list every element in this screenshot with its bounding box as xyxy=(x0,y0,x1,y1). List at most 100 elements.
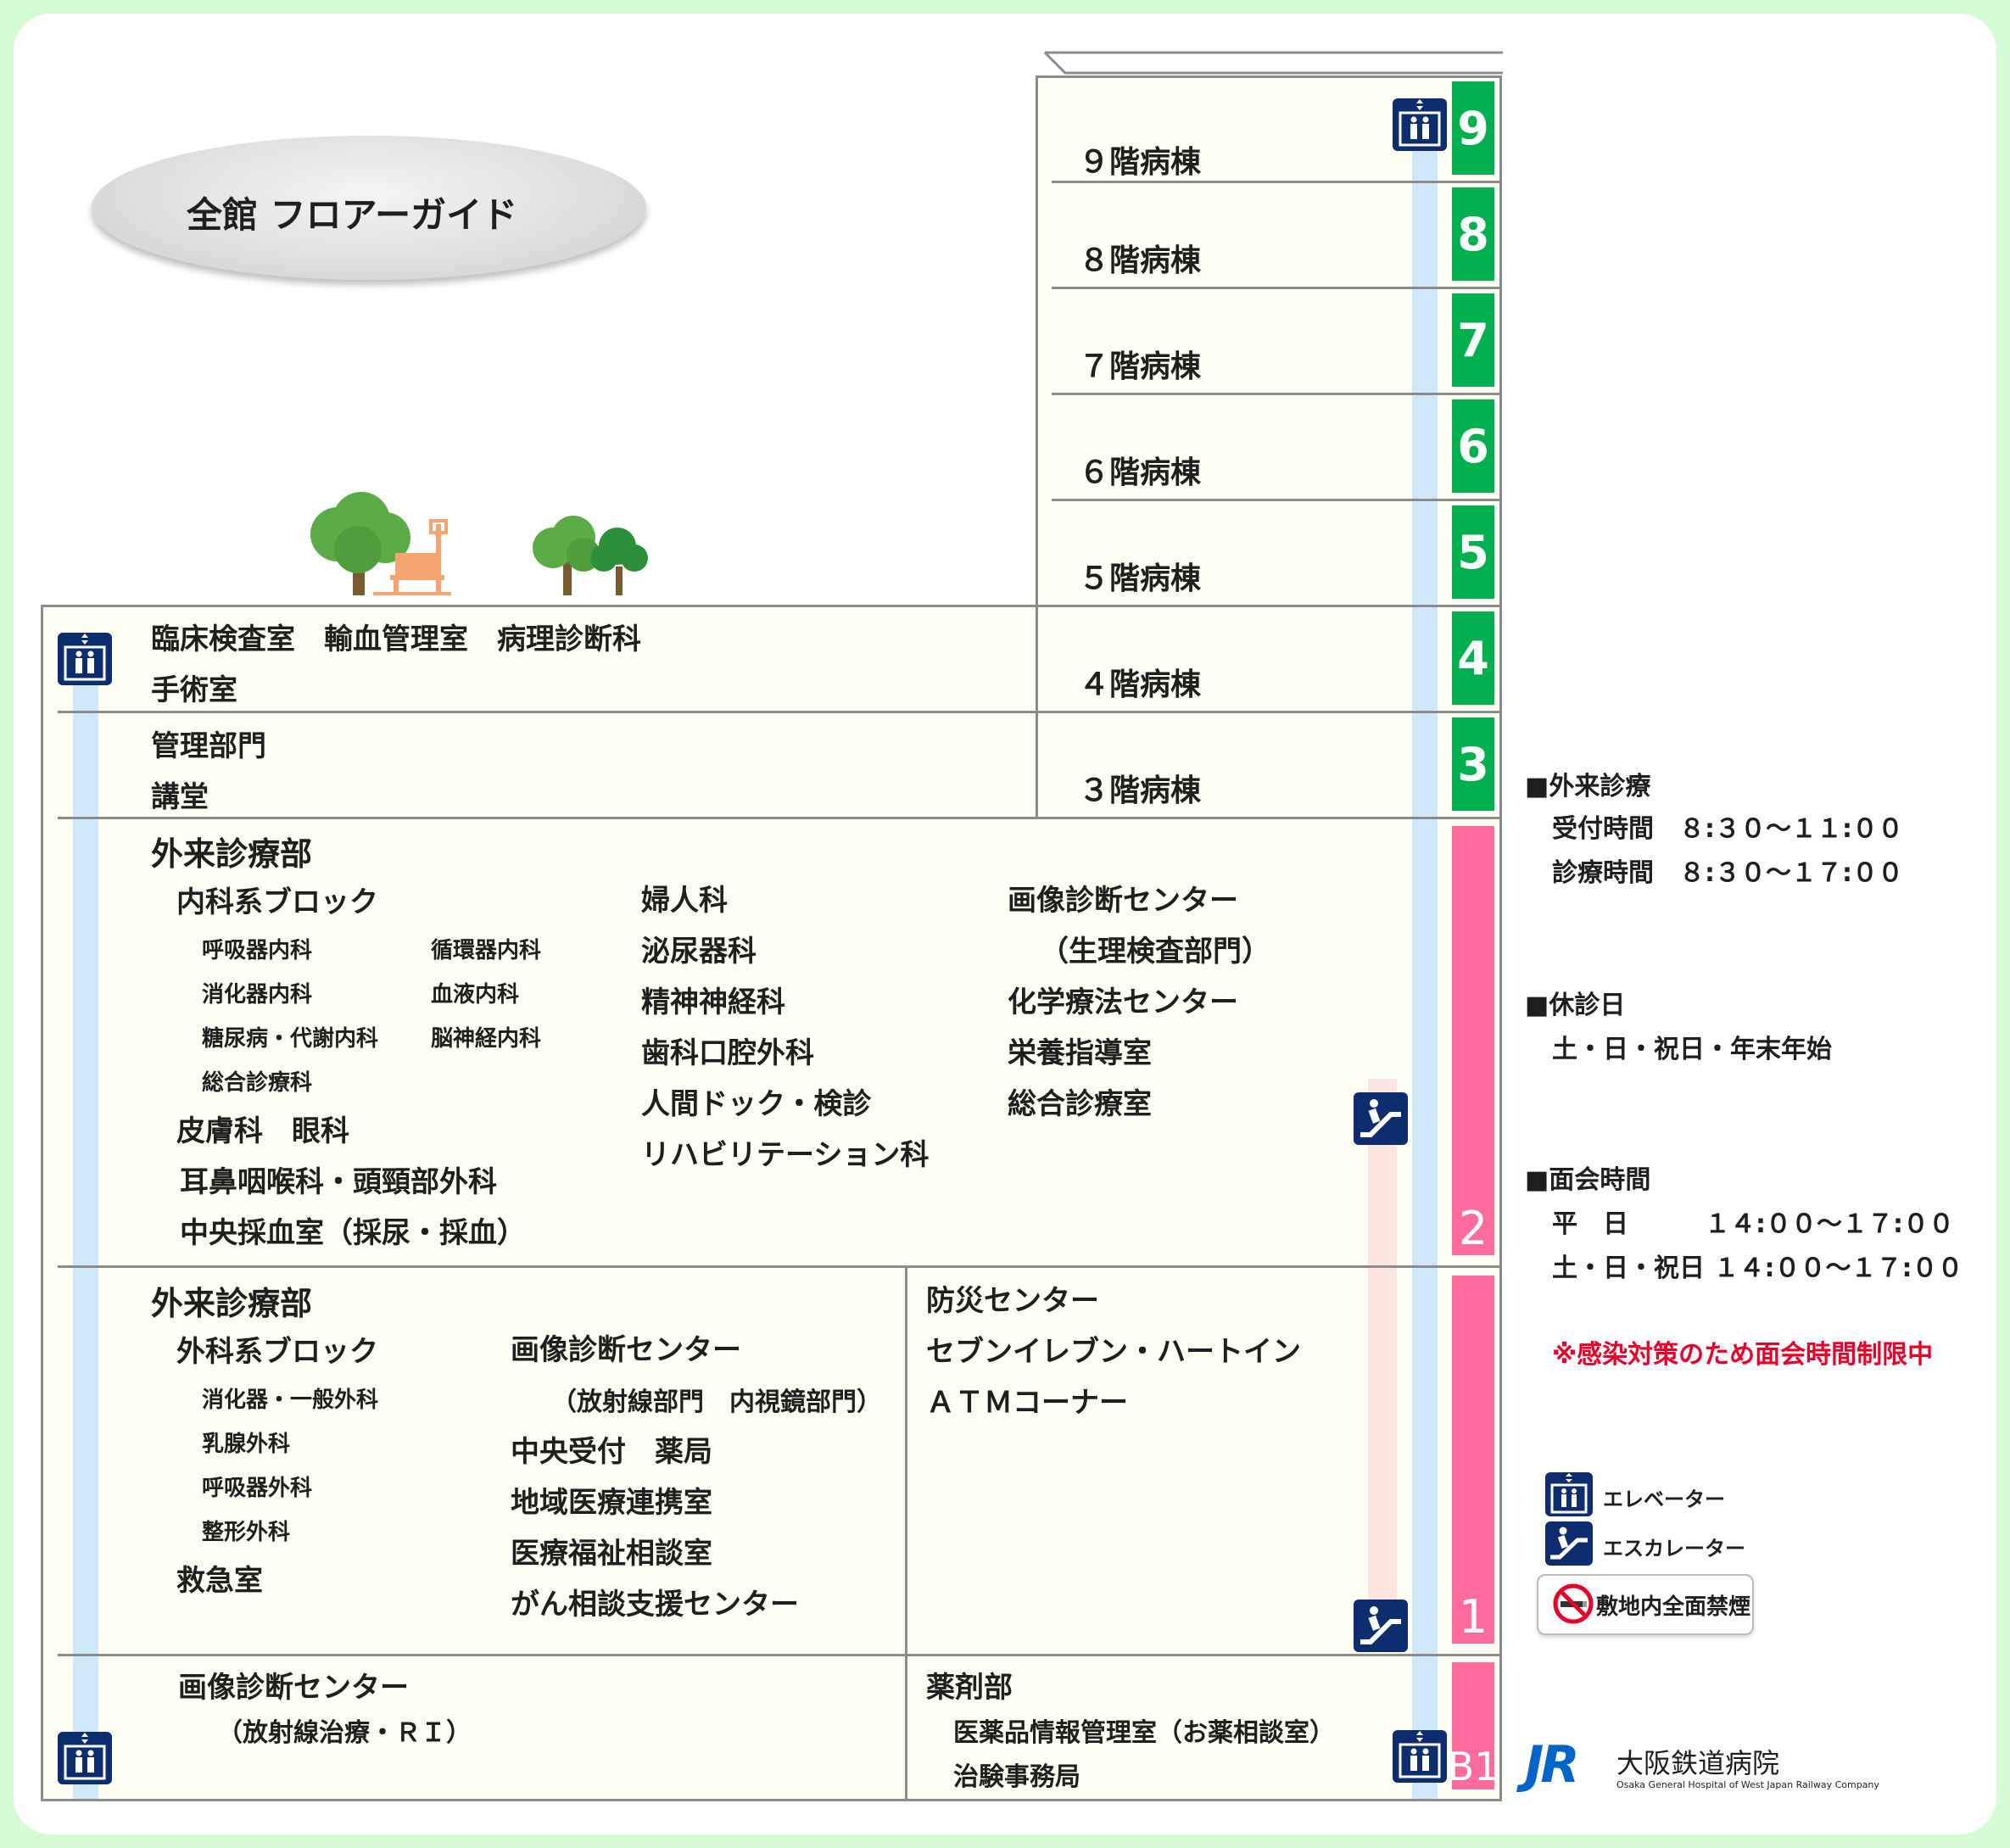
floor-7-label: ７階病棟 xyxy=(1079,349,1202,384)
floor2-sub-right-3: 脳神経内科 xyxy=(431,1026,542,1052)
floor2-middle-4: 歯科口腔外科 xyxy=(641,1036,814,1070)
floor-number-2: 2 xyxy=(1452,826,1494,1255)
floor2-middle-1: 婦人科 xyxy=(641,884,728,918)
floor-number-6: 6 xyxy=(1452,399,1494,493)
no-smoking-icon xyxy=(1553,1583,1594,1624)
floor-4-label: ４階病棟 xyxy=(1079,667,1202,702)
hospital-name-english: Osaka General Hospital of West Japan Rai… xyxy=(1616,1779,1879,1790)
floor2-middle-6: リハビリテーション科 xyxy=(641,1138,930,1172)
legend-elevator-label: エレベーター xyxy=(1603,1488,1725,1511)
escalator-icon xyxy=(1545,1521,1593,1566)
floor1-block: 外科系ブロック xyxy=(176,1335,378,1369)
floor-number-4: 4 xyxy=(1452,611,1494,705)
floorb1-left-2: （放射線治療・ＲＩ） xyxy=(217,1718,472,1748)
floor-9-label: ９階病棟 xyxy=(1079,145,1202,180)
floor2-lower-3: 中央採血室（採尿・採血） xyxy=(180,1216,526,1250)
floorb1-right-1: 薬剤部 xyxy=(926,1671,1013,1705)
bench-icon xyxy=(373,519,451,595)
escalator-shaft xyxy=(1368,1079,1397,1639)
floor2-sub-right-1: 循環器内科 xyxy=(431,938,542,963)
floor-divider-6 xyxy=(1052,499,1501,501)
floor1-middle-5: 医療福祉相談室 xyxy=(511,1537,712,1571)
floor-number-b1: B1 xyxy=(1448,1662,1499,1789)
floor2-right-5: 総合診療室 xyxy=(1008,1087,1152,1121)
floor2-block: 内科系ブロック xyxy=(176,885,378,919)
floor2-heading: 外来診療部 xyxy=(151,835,313,873)
floor3-line1: 管理部門 xyxy=(151,729,266,763)
floorb1-right-3: 治験事務局 xyxy=(953,1762,1080,1792)
floor2-lower-1: 皮膚科 眼科 xyxy=(176,1114,349,1148)
elevator-icon xyxy=(1393,98,1447,151)
info-closed-days: 土・日・祝日・年末年始 xyxy=(1552,1035,1832,1064)
floor-divider-3 xyxy=(58,817,1501,819)
floor-number-3: 3 xyxy=(1452,717,1494,811)
tower-top-wall xyxy=(1036,75,1502,78)
floor1-middle-2: （放射線部門 内視鏡部門） xyxy=(551,1387,882,1417)
elevator-icon xyxy=(58,1732,112,1784)
jr-logo-mark: JR xyxy=(1525,1735,1580,1795)
floorb1-right-2: 医薬品情報管理室（お薬相談室） xyxy=(953,1718,1335,1748)
floor2-sub-left-2: 消化器内科 xyxy=(202,982,313,1008)
floor2-right-4: 栄養指導室 xyxy=(1008,1036,1152,1070)
info-reception-time: 受付時間 ８:３０～１１:００ xyxy=(1552,814,1903,844)
page-title: 全館 フロアーガイド xyxy=(187,194,518,236)
floor2-sub-right-2: 血液内科 xyxy=(431,982,520,1008)
floor1-right-1: 防災センター xyxy=(926,1284,1099,1318)
floor2-sub-left-3: 糖尿病・代謝内科 xyxy=(202,1026,379,1052)
floor-8-label: ８階病棟 xyxy=(1079,243,1202,278)
floor-divider-2 xyxy=(58,1265,1501,1268)
info-closed-title: ■休診日 xyxy=(1525,991,1626,1020)
floor-number-8: 8 xyxy=(1452,187,1494,281)
main-floor-base xyxy=(41,1799,1502,1801)
floor-number-9: 9 xyxy=(1452,81,1494,175)
floor1-middle-1: 画像診断センター xyxy=(511,1333,741,1367)
elevator-shaft-left xyxy=(73,678,98,1800)
floor2-sub-left-1: 呼吸器内科 xyxy=(202,938,313,963)
floor1-sub-1: 消化器・一般外科 xyxy=(202,1387,379,1413)
floor-divider-4 xyxy=(58,711,1501,713)
floor1-emergency: 救急室 xyxy=(176,1564,263,1598)
floor-divider-7 xyxy=(1052,393,1501,395)
floor1-middle-6: がん相談支援センター xyxy=(511,1588,799,1622)
info-consultation-time: 診療時間 ８:３０～１７:００ xyxy=(1552,858,1903,888)
floor-number-5: 5 xyxy=(1452,505,1494,599)
floor1-middle-4: 地域医療連携室 xyxy=(511,1486,712,1520)
elevator-icon xyxy=(1393,1730,1447,1783)
floor3-line2: 講堂 xyxy=(151,780,209,814)
floor2-sub-left-4: 総合診療科 xyxy=(202,1070,313,1096)
info-visiting-title: ■面会時間 xyxy=(1525,1165,1651,1195)
tree-icon xyxy=(310,492,410,595)
floor2-middle-2: 泌尿器科 xyxy=(641,935,757,969)
legend-no-smoking-label: 敷地内全面禁煙 xyxy=(1596,1594,1751,1620)
floor-divider-1 xyxy=(58,1654,1501,1656)
floor2-middle-5: 人間ドック・検診 xyxy=(641,1087,872,1121)
info-visiting-weekend: 土・日・祝日 １４:００～１７:００ xyxy=(1552,1253,1963,1283)
floor1-right-3: ＡＴＭコーナー xyxy=(926,1386,1128,1420)
floor-number-1: 1 xyxy=(1452,1276,1494,1644)
floor2-right-2: （生理検査部門） xyxy=(1040,935,1270,969)
floor2-middle-3: 精神神経科 xyxy=(641,985,785,1019)
info-outpatient-title: ■外来診療 xyxy=(1525,772,1651,801)
main-left-wall xyxy=(41,605,43,1801)
escalator-icon xyxy=(1354,1600,1408,1652)
floor1-middle-3: 中央受付 薬局 xyxy=(511,1435,712,1469)
floor-5-label: ５階病棟 xyxy=(1079,561,1202,596)
floor-divider-8 xyxy=(1052,287,1501,289)
floor3-4-tower-boundary xyxy=(1036,605,1038,818)
floor-divider-9 xyxy=(1052,181,1501,183)
tower-right-wall xyxy=(1499,75,1502,1801)
elevator-icon xyxy=(1545,1472,1593,1516)
legend-escalator-label: エスカレーター xyxy=(1603,1537,1745,1560)
floor2-lower-2: 耳鼻咽喉科・頭頸部外科 xyxy=(180,1165,497,1199)
floor1-sub-3: 呼吸器外科 xyxy=(202,1476,313,1501)
info-notice: ※感染対策のため面会時間制限中 xyxy=(1552,1340,1934,1370)
floor2-right-3: 化学療法センター xyxy=(1008,985,1238,1019)
floor1-right-2: セブンイレブン・ハートイン xyxy=(926,1335,1301,1369)
floor-6-label: ６階病棟 xyxy=(1079,455,1202,490)
tree-icon xyxy=(533,516,648,595)
floor1-heading: 外来診療部 xyxy=(151,1285,313,1322)
title-badge xyxy=(92,136,646,280)
hospital-name: 大阪鉄道病院 xyxy=(1616,1747,1780,1779)
info-visiting-weekday: 平 日 １４:００～１７:００ xyxy=(1552,1209,1954,1239)
escalator-icon xyxy=(1354,1092,1408,1145)
